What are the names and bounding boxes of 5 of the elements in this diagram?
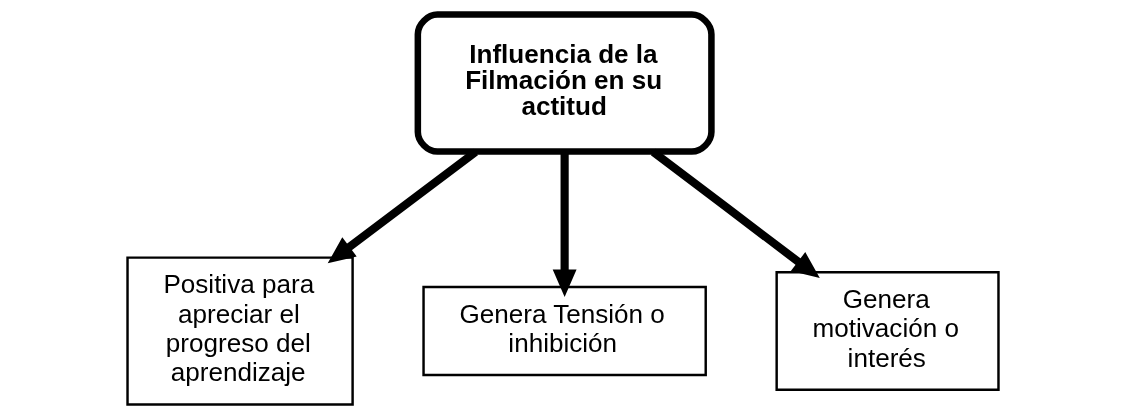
- arrow: [552, 152, 577, 297]
- node-box: Influencia de la Filmación en su actitud: [414, 11, 715, 155]
- node-box: Positiva para apreciar el progreso del aprendizaje: [126, 256, 354, 406]
- node-box: Genera Tensión o inhibición: [422, 285, 707, 377]
- node-box: Genera motivación o interés: [775, 271, 1000, 391]
